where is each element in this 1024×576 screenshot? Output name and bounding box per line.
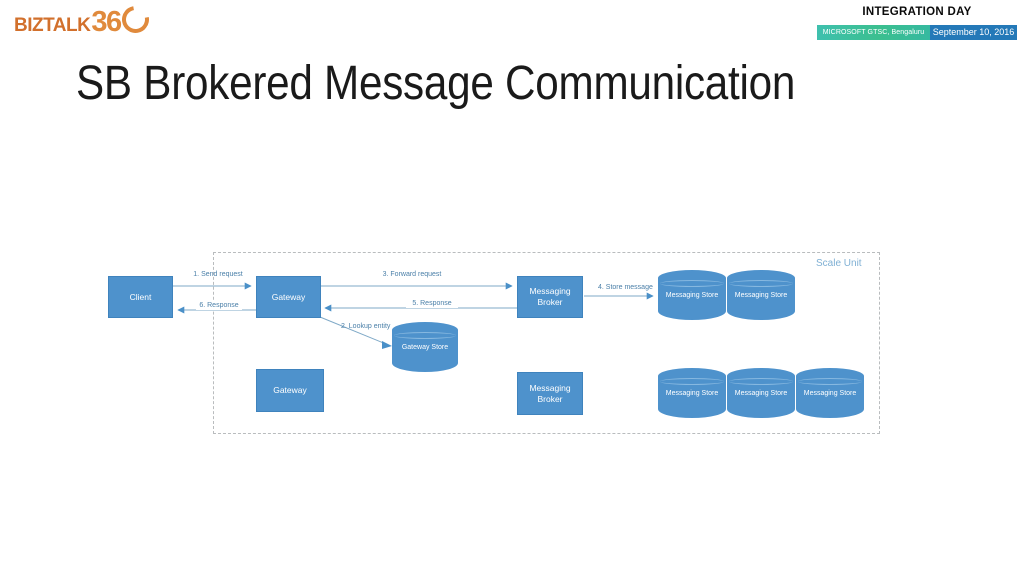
event-header: INTEGRATION DAY MICROSOFT GTSC, Bengalur… <box>817 5 1017 40</box>
store-messaging-store-4[interactable]: Messaging Store <box>727 368 795 418</box>
store-messaging-store-1[interactable]: Messaging Store <box>658 270 726 320</box>
node-gateway-1-label: Gateway <box>271 291 306 302</box>
flow-label-send-request: 1. Send request <box>193 271 243 278</box>
store-messaging-store-5[interactable]: Messaging Store <box>796 368 864 418</box>
store-messaging-store-2-label: Messaging Store <box>734 291 788 299</box>
store-messaging-store-3[interactable]: Messaging Store <box>658 368 726 418</box>
cylinder-ring <box>394 332 456 339</box>
store-messaging-store-4-label: Messaging Store <box>734 389 788 397</box>
event-venue: MICROSOFT GTSC, Bengaluru <box>817 25 930 40</box>
store-messaging-store-3-label: Messaging Store <box>665 389 719 397</box>
connector-lookup-entity-arrowhead <box>382 341 392 349</box>
store-messaging-store-5-label: Messaging Store <box>803 389 857 397</box>
logo-wordmark: BIZTALK <box>14 15 91 36</box>
store-messaging-store-1-label: Messaging Store <box>665 291 719 299</box>
node-messaging-broker-2-label: Messaging Broker <box>529 382 571 404</box>
event-title: INTEGRATION DAY <box>862 6 972 18</box>
node-gateway-2-label: Gateway <box>273 385 307 395</box>
node-client-label: Client <box>129 291 152 302</box>
node-messaging-broker-2[interactable]: Messaging Broker <box>517 372 583 415</box>
node-messaging-broker-1-label: Messaging Broker <box>529 286 571 307</box>
cylinder-ring <box>660 378 724 385</box>
node-messaging-broker-1[interactable]: Messaging Broker <box>517 276 583 318</box>
store-gateway-store-label: Gateway Store <box>401 343 449 351</box>
node-gateway-2[interactable]: Gateway <box>256 369 324 412</box>
event-date: September 10, 2016 <box>930 25 1017 40</box>
flow-label-forward-request: 3. Forward request <box>382 271 442 278</box>
node-client[interactable]: Client <box>108 276 173 318</box>
page-title: SB Brokered Message Communication <box>76 57 796 110</box>
event-badge: MICROSOFT GTSC, Bengaluru September 10, … <box>817 25 1017 40</box>
biztalk360-logo: BIZTALK 36 <box>14 0 154 39</box>
cylinder-ring <box>660 280 724 287</box>
cylinder-bottom <box>727 302 795 320</box>
logo-number: 36 <box>91 6 122 38</box>
flow-label-lookup-entity: 2. Lookup entity <box>341 323 391 330</box>
store-gateway-store[interactable]: Gateway Store <box>392 322 458 372</box>
connector-lookup-entity <box>319 316 387 345</box>
flow-label-response-gateway: 5. Response <box>406 299 458 308</box>
node-gateway-1[interactable]: Gateway <box>256 276 321 318</box>
scale-unit-label: Scale Unit <box>816 258 862 269</box>
cylinder-bottom <box>796 400 864 418</box>
cylinder-ring <box>729 280 793 287</box>
flow-label-response-client: 6. Response <box>196 301 242 310</box>
flow-label-store-message: 4. Store message <box>598 284 653 291</box>
cylinder-bottom <box>658 302 726 320</box>
cylinder-ring <box>729 378 793 385</box>
cylinder-bottom <box>658 400 726 418</box>
cylinder-bottom <box>392 354 458 372</box>
cylinder-bottom <box>727 400 795 418</box>
cylinder-ring <box>798 378 862 385</box>
scale-unit-boundary <box>213 252 880 434</box>
store-messaging-store-2[interactable]: Messaging Store <box>727 270 795 320</box>
